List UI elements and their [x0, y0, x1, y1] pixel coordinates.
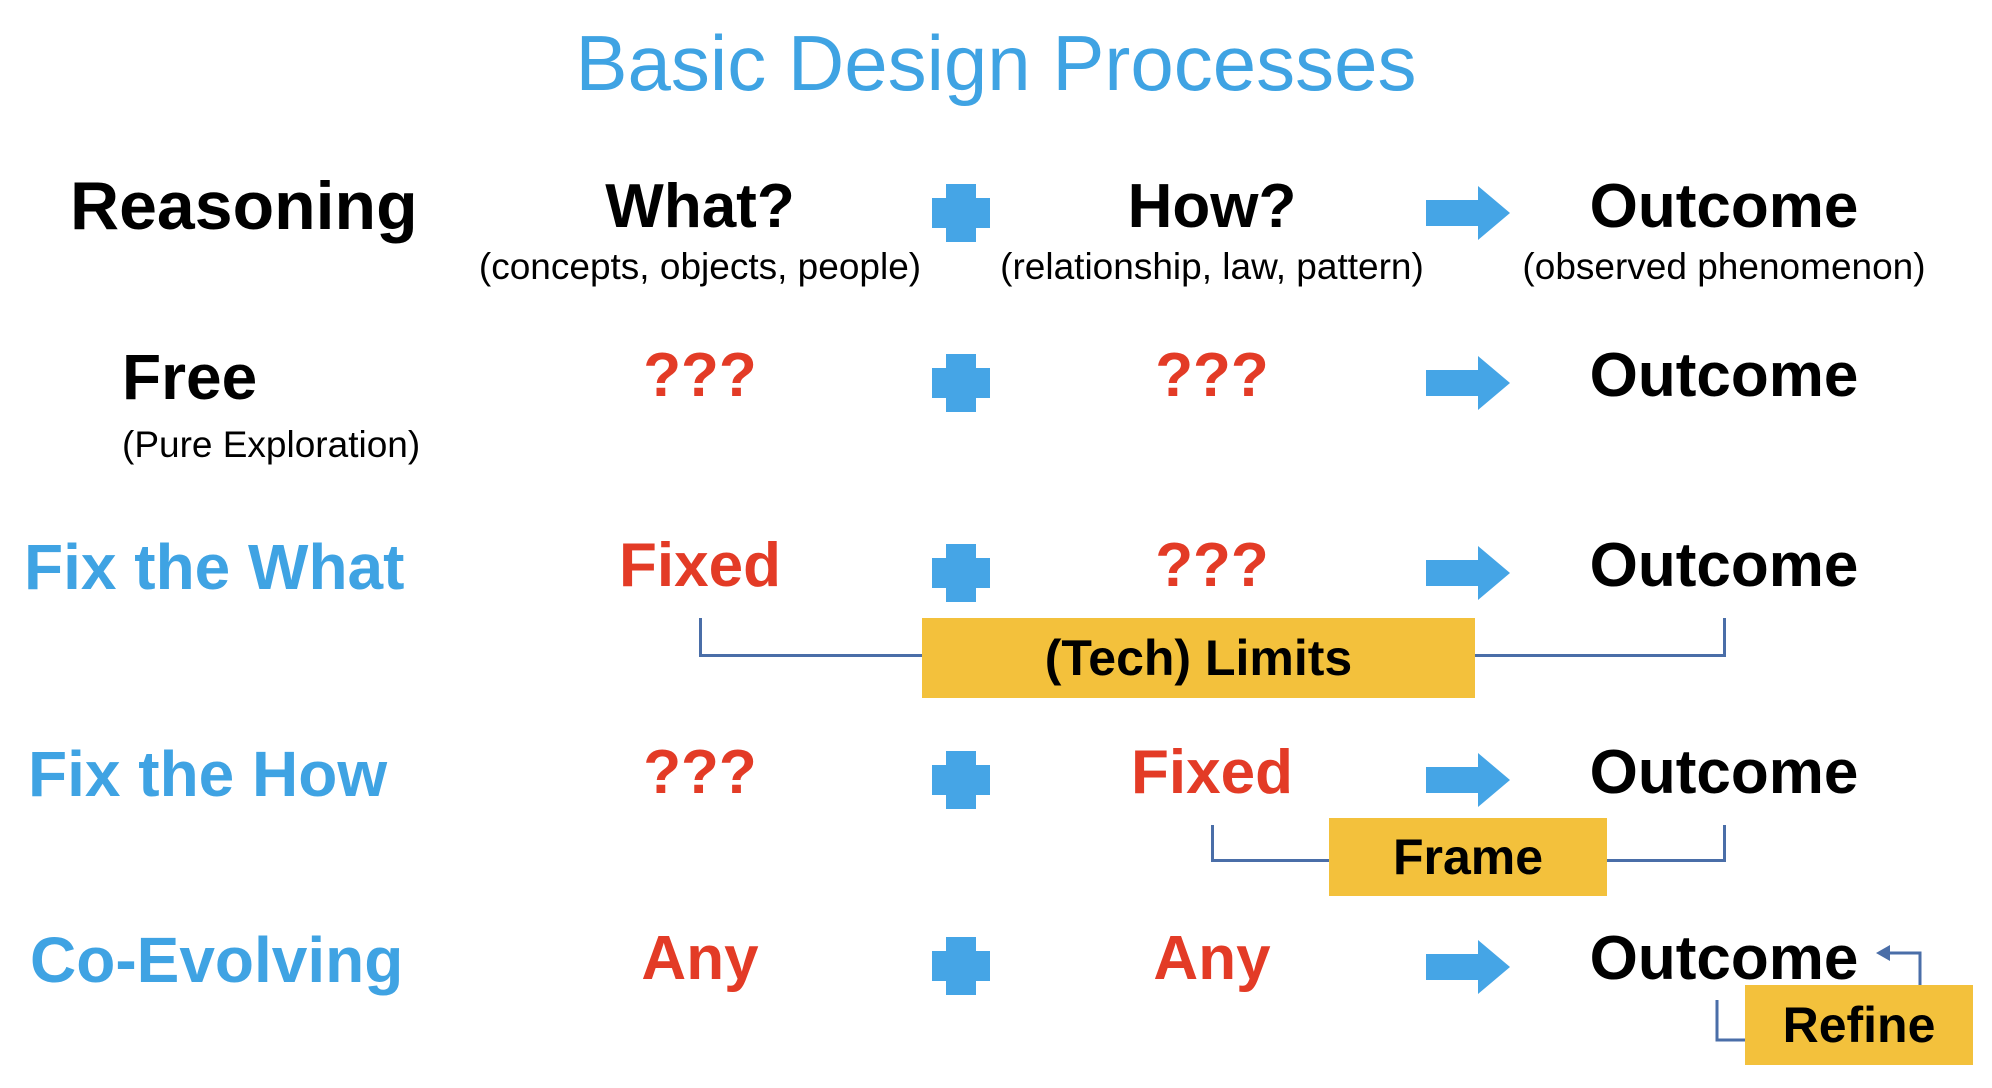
frame-box: Frame: [1329, 818, 1607, 896]
plus-icon: [932, 544, 990, 602]
row-fix-how-label: Fix the How: [28, 738, 388, 810]
right-arrow-icon: [1426, 940, 1510, 994]
row-free-sub: (Pure Exploration): [122, 424, 421, 465]
header-outcome-label: Outcome: [1589, 172, 1859, 241]
header-how-label: How?: [1127, 172, 1297, 241]
row-co-evolving-how: Any: [1153, 924, 1271, 993]
row-free-what: ???: [643, 341, 757, 410]
plus-icon: [932, 184, 990, 242]
row-fix-how-outcome: Outcome: [1589, 738, 1859, 807]
refine-box: Refine: [1745, 985, 1973, 1065]
header-what-label: What?: [605, 172, 795, 241]
header-what-sub: (concepts, objects, people): [478, 246, 922, 287]
header-how-sub: (relationship, law, pattern): [1000, 246, 1424, 287]
row-free-how: ???: [1155, 341, 1269, 410]
row-free-outcome: Outcome: [1589, 341, 1859, 410]
right-arrow-icon: [1426, 546, 1510, 600]
row-co-evolving-label: Co-Evolving: [30, 924, 404, 996]
row-co-evolving-outcome: Outcome: [1589, 924, 1859, 993]
right-arrow-icon: [1426, 356, 1510, 410]
row-fix-what-label: Fix the What: [24, 531, 405, 603]
row-fix-how-what: ???: [643, 738, 757, 807]
row-free-label: Free: [122, 341, 258, 413]
right-arrow-icon: [1426, 753, 1510, 807]
row-fix-what-outcome: Outcome: [1589, 531, 1859, 600]
tech-limits-box: (Tech) Limits: [922, 618, 1475, 698]
plus-icon: [932, 751, 990, 809]
page-title: Basic Design Processes: [575, 19, 1417, 107]
header-outcome-sub: (observed phenomenon): [1522, 246, 1926, 287]
plus-icon: [932, 354, 990, 412]
row-fix-what-how: ???: [1155, 531, 1269, 600]
plus-icon: [932, 937, 990, 995]
header-reasoning-label: Reasoning: [70, 168, 418, 244]
row-co-evolving-what: Any: [641, 924, 759, 993]
row-fix-how-how: Fixed: [1131, 738, 1293, 807]
right-arrow-icon: [1426, 186, 1510, 240]
row-fix-what-what: Fixed: [619, 531, 781, 600]
